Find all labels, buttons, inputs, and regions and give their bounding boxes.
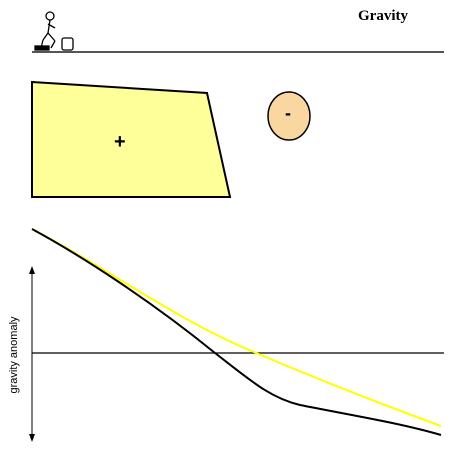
total-anomaly-curve bbox=[31, 228, 442, 436]
negative-density-sign: - bbox=[285, 103, 291, 123]
positive-density-sign: + bbox=[114, 131, 126, 153]
surveyor-icon bbox=[34, 11, 56, 51]
negative-density-body bbox=[267, 91, 311, 141]
diagram-title: Gravity bbox=[358, 8, 408, 24]
positive-body-anomaly-curve bbox=[31, 228, 442, 427]
gravimeter-icon bbox=[61, 37, 74, 51]
y-axis-label: gravity anomaly bbox=[8, 316, 20, 394]
y-axis-arrow-down bbox=[29, 434, 35, 442]
positive-density-body bbox=[31, 80, 232, 198]
y-axis-arrow-up bbox=[29, 266, 35, 274]
